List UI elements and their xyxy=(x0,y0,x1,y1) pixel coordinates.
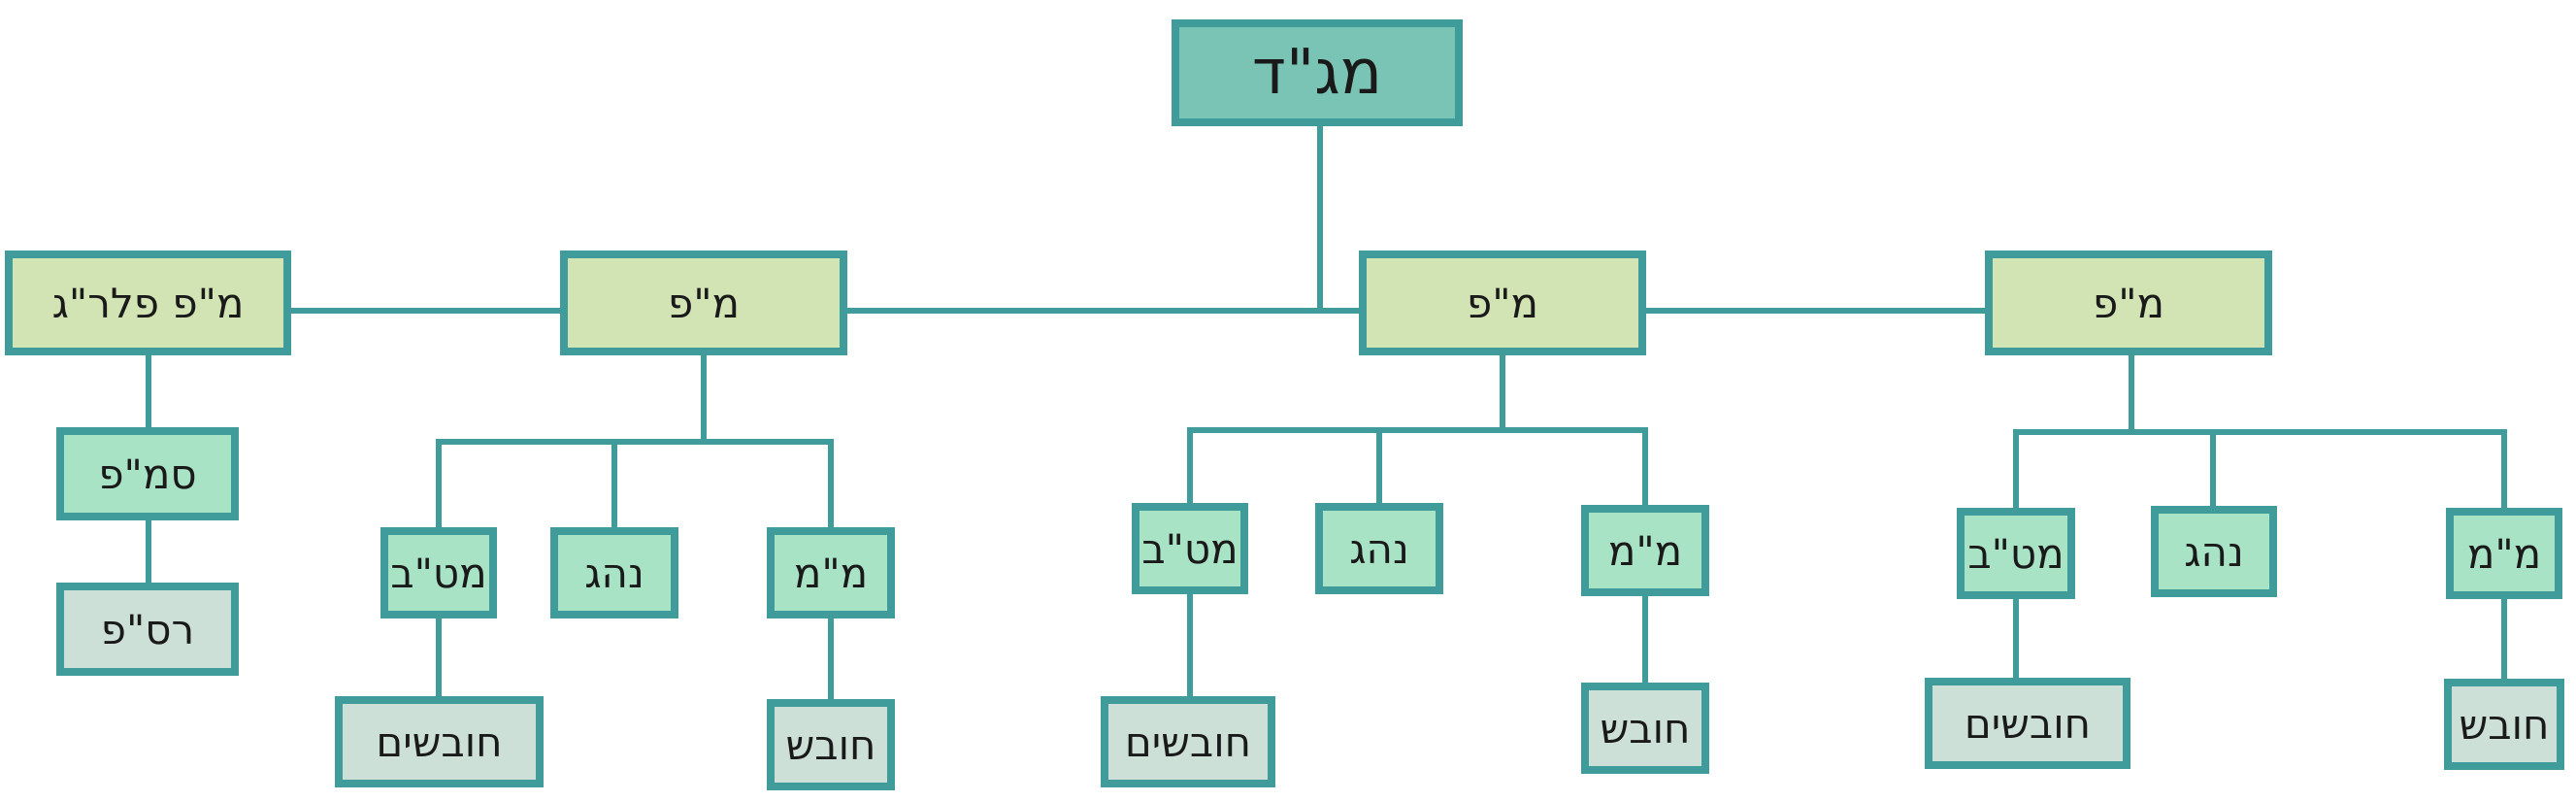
node-mtb: מט"ב xyxy=(380,527,497,618)
branch-node-company: מ"פ xyxy=(560,251,847,355)
node-driver: נהג xyxy=(2151,506,2277,597)
branch-node-pluga-platoon: מ"פ פלר"ג xyxy=(5,251,291,355)
node-medics: חובשים xyxy=(1101,696,1275,787)
node-mtb: מט"ב xyxy=(1957,508,2075,599)
node-platoon-commander: מ"מ xyxy=(1581,505,1709,596)
node-deputy-commander: סמ"פ xyxy=(56,427,239,520)
node-driver: נהג xyxy=(1315,503,1443,594)
branch-node-company: מ"פ xyxy=(1359,251,1646,355)
node-platoon-commander: מ"מ xyxy=(2446,508,2562,599)
node-medic: חובש xyxy=(767,699,895,790)
node-platoon-commander: מ"מ xyxy=(767,527,895,618)
root-node: מג"ד xyxy=(1172,19,1463,126)
node-medics: חובשים xyxy=(1925,678,2130,769)
node-sergeant-major: רס"פ xyxy=(56,583,239,676)
node-mtb: מט"ב xyxy=(1132,503,1248,594)
node-driver: נהג xyxy=(550,527,678,618)
node-medic: חובש xyxy=(2444,679,2564,770)
node-medic: חובש xyxy=(1581,683,1709,774)
node-medics: חובשים xyxy=(335,696,544,787)
branch-node-company: מ"פ xyxy=(1985,251,2272,355)
